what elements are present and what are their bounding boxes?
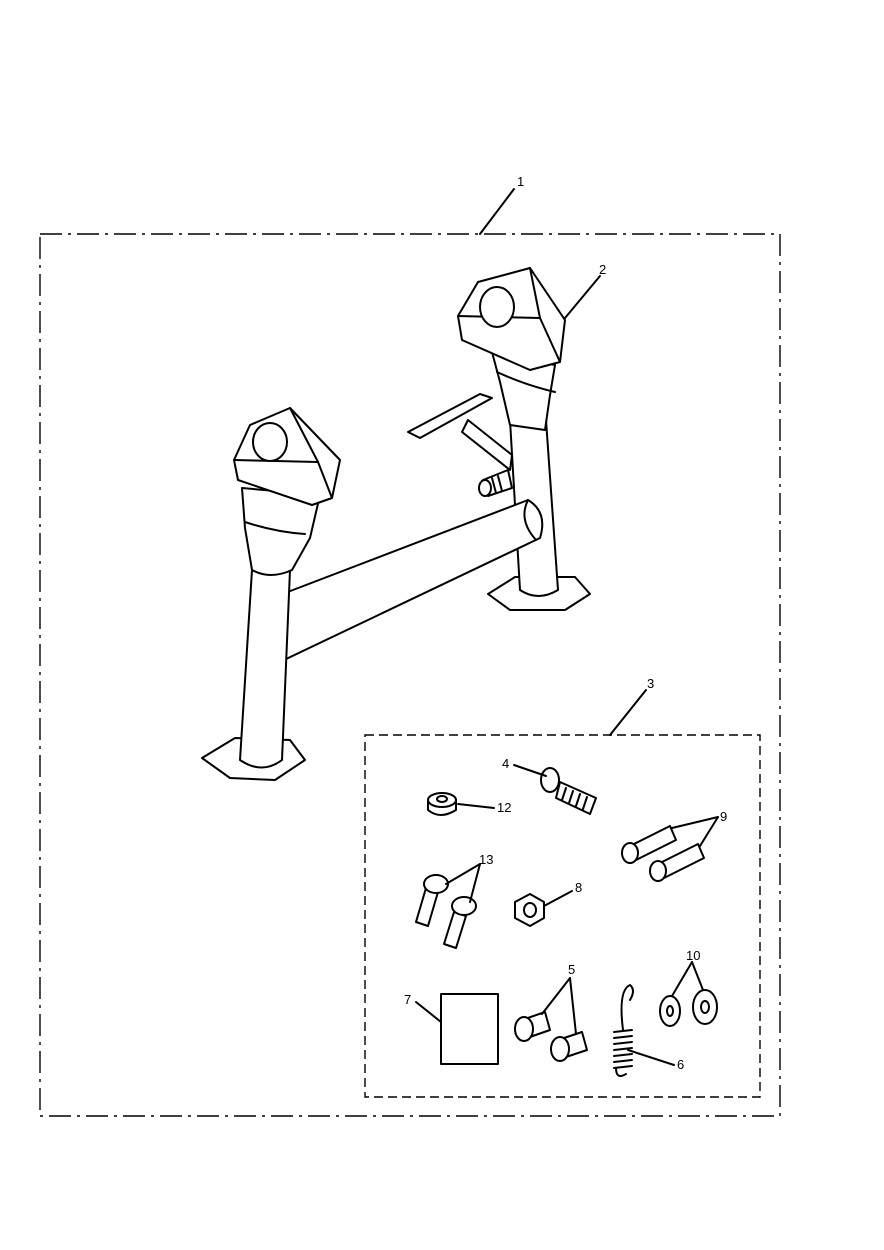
callout-10: 10 [686, 948, 700, 963]
cap-screw-parts [621, 825, 705, 882]
callout-6: 6 [677, 1057, 684, 1072]
callout-4: 4 [502, 756, 509, 771]
callout-2: 2 [599, 262, 606, 277]
nut-part [514, 893, 545, 927]
instruction-sheet [440, 993, 499, 1065]
lever-arm [461, 419, 513, 471]
callout-9: 9 [720, 809, 727, 824]
fixings-kit-boundary [364, 734, 761, 1098]
clevis-pin-parts [415, 874, 477, 949]
spring-peg [478, 469, 513, 497]
callout-5: 5 [568, 962, 575, 977]
rear-pivot-neck [491, 351, 556, 431]
bush-part [427, 792, 457, 816]
callout-13: 13 [479, 852, 493, 867]
foot-lever-plate [407, 393, 493, 439]
callout-12: 12 [497, 800, 511, 815]
spring-part [613, 984, 634, 1077]
front-leg [239, 569, 291, 769]
callout-1: 1 [517, 174, 524, 189]
spacer-parts [514, 1011, 588, 1062]
washer-parts [659, 989, 718, 1027]
rear-pivot-bore [479, 286, 515, 328]
shoulder-bolt-part [540, 767, 597, 815]
callout-8: 8 [575, 880, 582, 895]
callout-7: 7 [404, 992, 411, 1007]
leader-lines [415, 188, 719, 1066]
callout-3: 3 [647, 676, 654, 691]
center-stand [201, 267, 591, 781]
front-pivot-bore [252, 422, 288, 462]
cross-tube-end [523, 499, 537, 541]
kit-boundary [39, 233, 781, 1117]
